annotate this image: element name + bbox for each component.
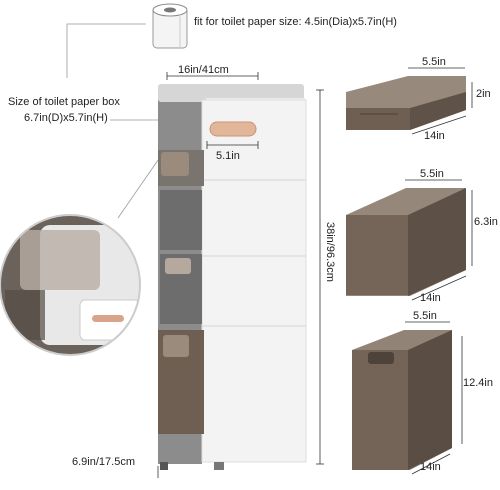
cabinet-width-label: 16in/41cm — [178, 64, 229, 76]
leader-line-top — [66, 23, 146, 78]
cabinet-height-label: 38in/96.3cm — [324, 222, 336, 282]
drawer-tall — [352, 330, 452, 470]
drawer-small — [346, 76, 466, 130]
box-size-value: 6.7in(D)x5.7in(H) — [24, 112, 108, 124]
toilet-paper-fit-label: fit for toilet paper size: 4.5in(Dia)x5.… — [194, 16, 397, 28]
drawer-3-length: 14in — [420, 461, 441, 473]
drawer-medium — [346, 188, 466, 296]
drawer-3-height: 12.4in — [463, 377, 493, 389]
drawer-2-width: 5.5in — [420, 168, 444, 180]
drawer-1-width: 5.5in — [422, 56, 446, 68]
cabinet-depth-label: 6.9in/17.5cm — [72, 456, 135, 468]
cabinet-inner-width-label: 5.1in — [216, 150, 240, 162]
drawer-1-height: 2in — [476, 88, 491, 100]
drawer-1-length: 14in — [424, 130, 445, 142]
zoom-leader-line — [117, 149, 166, 219]
box-size-title: Size of toilet paper box — [8, 96, 120, 108]
toilet-paper-roll-icon — [152, 3, 188, 49]
drawer-2-height: 6.3in — [474, 216, 498, 228]
drawer-2-length: 14in — [420, 292, 441, 304]
drawer-3-width: 5.5in — [413, 310, 437, 322]
zoom-detail-circle — [0, 214, 141, 356]
cabinet-illustration — [158, 84, 307, 470]
